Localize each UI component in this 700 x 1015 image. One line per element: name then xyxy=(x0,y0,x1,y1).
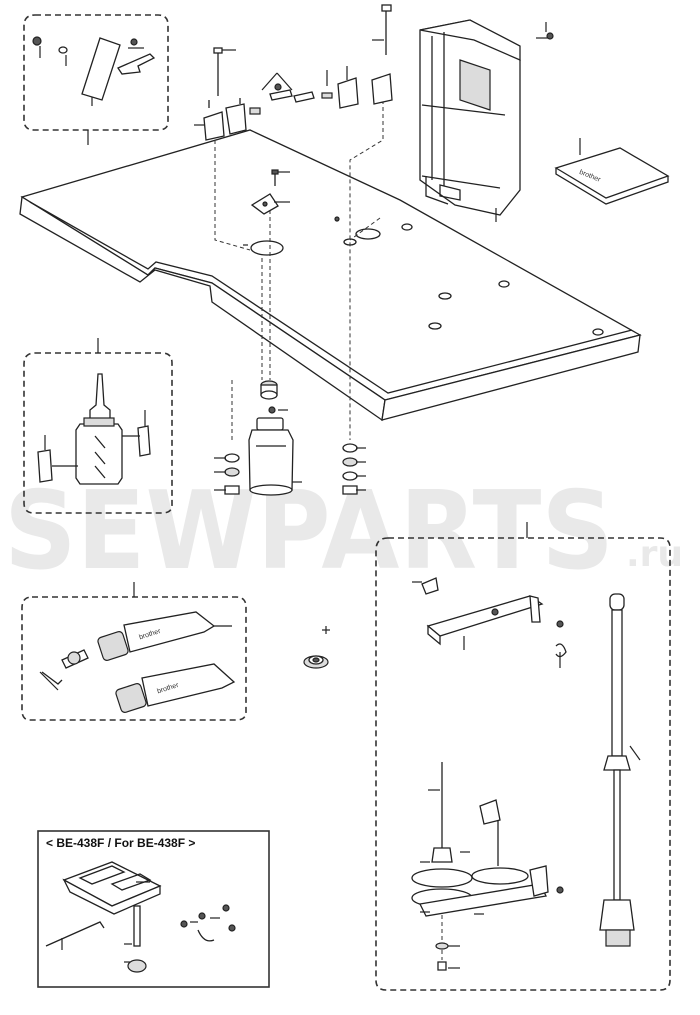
accessory-kit-box xyxy=(23,14,169,145)
be438f-box: < BE-438F / For BE-438F > xyxy=(37,830,270,988)
hinge-parts xyxy=(194,4,393,141)
center-pulley xyxy=(303,626,330,669)
tools-grease-box: brother brother xyxy=(21,582,247,721)
thread-stand-box xyxy=(375,522,671,991)
center-small-parts xyxy=(250,169,290,215)
cover-housing xyxy=(419,19,554,222)
watermark: SEWPARTS .ru xyxy=(4,469,683,594)
be438f-box-title: < BE-438F / For BE-438F > xyxy=(46,836,195,850)
instruction-manual: brother xyxy=(554,138,670,205)
watermark-suffix: .ru xyxy=(626,534,683,575)
center-drain-parts xyxy=(214,380,366,496)
watermark-text: SEWPARTS xyxy=(4,469,614,594)
table-board xyxy=(19,129,642,422)
oil-kit-box xyxy=(23,338,173,514)
assembly-dashes xyxy=(214,100,384,440)
